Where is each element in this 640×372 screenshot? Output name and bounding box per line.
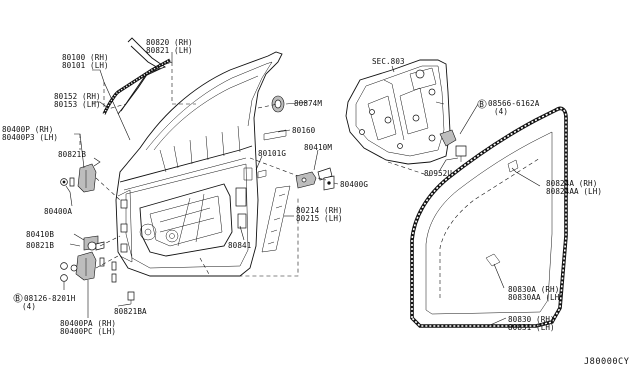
door-plug-part (271, 95, 285, 113)
striker-part (323, 175, 335, 191)
label-80101: 80101 (LH) (62, 61, 109, 70)
label-80100: 80100 (RH) (62, 53, 109, 62)
trim-clip-part (257, 129, 287, 179)
label-80821b-mid: 80821B (26, 241, 54, 250)
label-80400g: 80400G (340, 180, 368, 189)
check-link-part (83, 235, 105, 251)
label-80400p3: 80400P3 (LH) (2, 133, 58, 142)
label-80400a: 80400A (44, 207, 72, 216)
label-sec803: SEC.803 (372, 57, 405, 66)
svg-text:B: B (15, 294, 20, 303)
diagram-code: J80000CY (584, 357, 630, 367)
label-80841: 80841 (228, 241, 252, 250)
upper-hinge-part (60, 163, 97, 193)
front-door-panel-part (115, 51, 283, 277)
label-80152: 80152 (RH) (54, 92, 101, 101)
label-80952u: 80952U (424, 169, 452, 178)
circled-b-icon: B (13, 293, 23, 303)
label-80410m: 80410M (304, 143, 332, 152)
lock-module-bolt-part (439, 129, 467, 162)
label-80824a: 80824A (RH) (546, 179, 597, 188)
label-80400pc: 80400PC (LH) (60, 327, 116, 336)
lower-hinge-part (60, 251, 117, 283)
label-80831: 80831 (LH) (508, 323, 555, 332)
label-80820: 80820 (RH) (146, 38, 193, 47)
label-80101g: 80101G (258, 149, 286, 158)
label-80874m: 80874M (294, 99, 322, 108)
svg-text:B: B (479, 100, 484, 109)
leader-lines (63, 52, 541, 327)
lock-module-part (345, 59, 451, 165)
circled-b-icon: B (477, 99, 487, 109)
label-80214: 80214 (RH) (296, 206, 343, 215)
label-08566-qty: (4) (494, 107, 508, 116)
hinge-bolt-part (127, 291, 135, 304)
label-80153: 80153 (LH) (54, 100, 101, 109)
label-80410b: 80410B (26, 230, 54, 239)
label-80824aa: 80824AA (LH) (546, 187, 602, 196)
label-80215: 80215 (LH) (296, 214, 343, 223)
sash-weatherstrip-part (102, 37, 171, 115)
label-80830: 80830 (RH) (508, 315, 555, 324)
label-80830aa: 80830AA (LH) (508, 293, 564, 302)
label-80821b-top: 80821B (58, 150, 86, 159)
label-80400pa: 80400PA (RH) (60, 319, 116, 328)
label-08126: 08126-8201H (24, 294, 76, 303)
label-08566: 08566-6162A (488, 99, 540, 108)
body-side-weatherstrip-part (410, 106, 568, 328)
door-seal-strip-part (261, 185, 291, 253)
label-80160: 80160 (292, 126, 316, 135)
label-80821ba: 80821BA (114, 307, 147, 316)
label-80821: 80821 (LH) (146, 46, 193, 55)
label-08126-qty: (4) (22, 302, 36, 311)
label-80400p: 80400P (RH) (2, 125, 53, 134)
label-80830a: 80830A (RH) (508, 285, 559, 294)
